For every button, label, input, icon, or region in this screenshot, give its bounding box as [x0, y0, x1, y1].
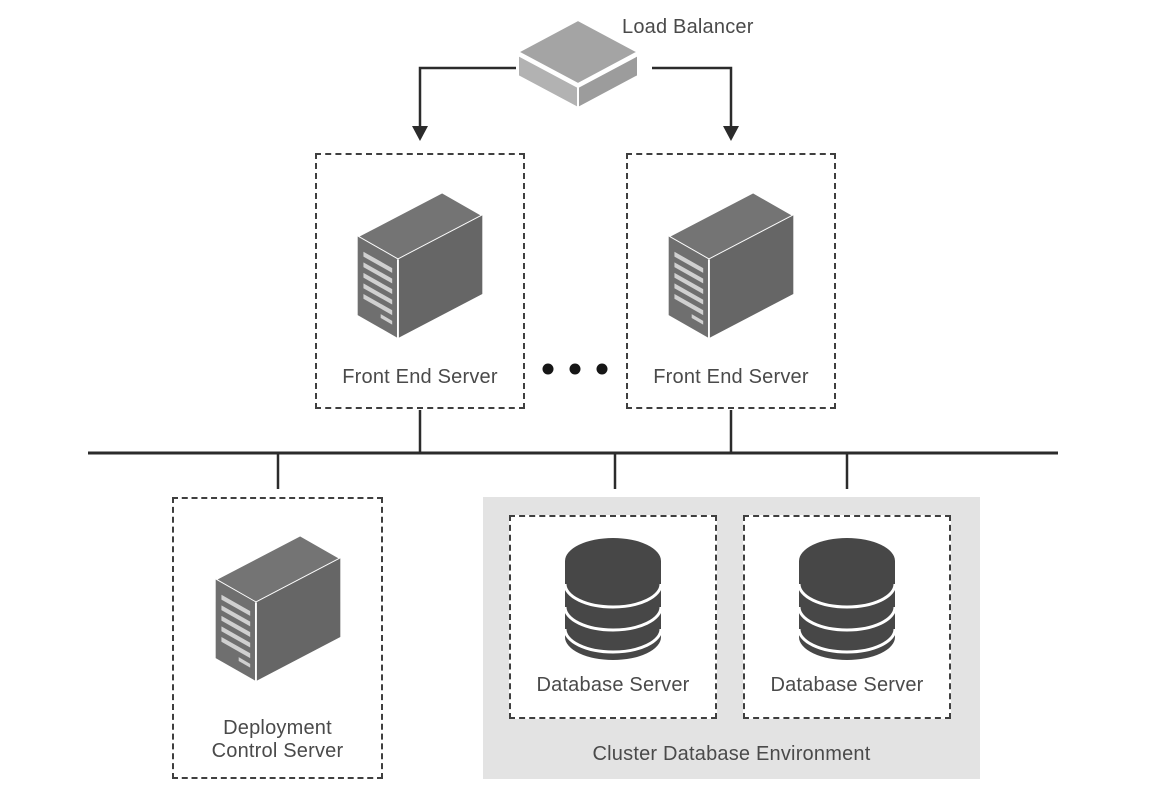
database-server-box-1: Database Server: [509, 515, 717, 719]
deployment-label-line-2: Control Server: [211, 740, 344, 762]
ellipsis-dots-icon: [542, 363, 608, 375]
arrow-line-to-front-end-2: [652, 66, 733, 127]
front-end-server-box-2: Front End Server: [626, 153, 836, 409]
database-server-label: Database Server: [536, 674, 690, 696]
database-cylinder-icon: [797, 536, 897, 662]
front-end-server-label: Front End Server: [342, 366, 498, 388]
database-server-label: Database Server: [770, 674, 924, 696]
database-server-box-2: Database Server: [743, 515, 951, 719]
arrowhead-front-end-1: [412, 126, 428, 141]
server-tower-icon: [356, 191, 484, 340]
database-cylinder-icon: [563, 536, 663, 662]
front-end-server-label: Front End Server: [653, 366, 809, 388]
deployment-label-line-1: Deployment: [223, 717, 332, 739]
deployment-control-server-label: Deployment Control Server: [174, 717, 381, 763]
front-end-server-box-1: Front End Server: [315, 153, 525, 409]
cluster-database-environment: Database Server Database Server Cluster …: [483, 497, 980, 779]
cluster-environment-label: Cluster Database Environment: [592, 743, 871, 765]
load-balancer-label: Load Balancer: [622, 16, 754, 38]
load-balancer-slab-icon: [517, 19, 639, 109]
arrow-line-to-front-end-1: [418, 66, 516, 127]
server-tower-icon: [667, 191, 795, 340]
deployment-control-server-box: Deployment Control Server: [172, 497, 383, 779]
server-tower-icon: [214, 534, 341, 683]
arrowhead-front-end-2: [723, 126, 739, 141]
